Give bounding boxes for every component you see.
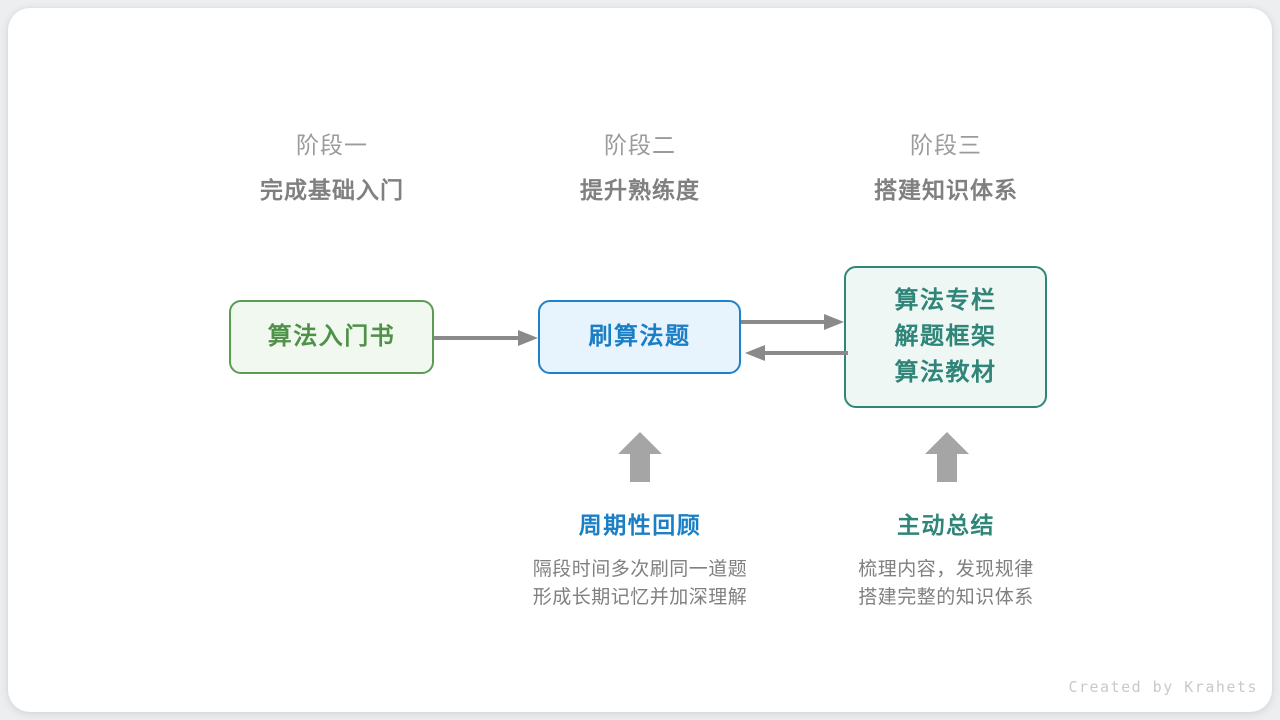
node-book-line-1: 算法入门书 [267, 323, 396, 350]
note-summary-body: 梳理内容，发现规律 搭建完整的知识体系 [796, 556, 1096, 612]
note-summary-title: 主动总结 [897, 512, 995, 538]
note-periodic-review: 周期性回顾 隔段时间多次刷同一道题 形成长期记忆并加深理解 [490, 510, 790, 612]
arrow-book-to-practice-icon [434, 330, 538, 346]
note-review-body-line-1: 隔段时间多次刷同一道题 [532, 559, 748, 580]
node-learning-resources[interactable]: 算法专栏 解题框架 算法教材 [844, 266, 1047, 408]
node-practice-line-1: 刷算法题 [588, 323, 691, 350]
arrow-practice-to-resources-icon [741, 314, 844, 330]
note-active-summary: 主动总结 梳理内容，发现规律 搭建完整的知识体系 [796, 510, 1096, 612]
node-algorithm-intro-book[interactable]: 算法入门书 [229, 300, 434, 374]
phase-header-3: 阶段三 搭建知识体系 [796, 130, 1096, 205]
phase-header-2: 阶段二 提升熟练度 [490, 130, 790, 205]
diagram-stage: 阶段一 完成基础入门 阶段二 提升熟练度 阶段三 搭建知识体系 算法入门书 刷算… [8, 8, 1272, 712]
note-summary-body-line-2: 搭建完整的知识体系 [858, 587, 1034, 608]
phase-label-2: 阶段二 [604, 132, 676, 158]
phase-header-1: 阶段一 完成基础入门 [182, 130, 482, 205]
note-review-body: 隔段时间多次刷同一道题 形成长期记忆并加深理解 [490, 556, 790, 612]
phase-label-1: 阶段一 [296, 132, 368, 158]
diagram-card: 阶段一 完成基础入门 阶段二 提升熟练度 阶段三 搭建知识体系 算法入门书 刷算… [8, 8, 1272, 712]
note-review-title: 周期性回顾 [578, 512, 702, 538]
phase-title-2: 提升熟练度 [580, 177, 700, 203]
credit-text: Created by Krahets [1068, 678, 1258, 696]
phase-title-3: 搭建知识体系 [874, 177, 1018, 203]
node-resources-line-1: 算法专栏 [894, 287, 997, 314]
phase-label-3: 阶段三 [910, 132, 982, 158]
arrow-resources-to-practice-icon [745, 345, 848, 361]
node-resources-line-2: 解题框架 [894, 323, 997, 350]
arrow-summary-up-icon [925, 432, 969, 482]
node-practice-problems[interactable]: 刷算法题 [538, 300, 741, 374]
arrow-review-up-icon [618, 432, 662, 482]
note-review-body-line-2: 形成长期记忆并加深理解 [532, 587, 748, 608]
note-summary-body-line-1: 梳理内容，发现规律 [858, 559, 1034, 580]
phase-title-1: 完成基础入门 [260, 177, 404, 203]
node-resources-line-3: 算法教材 [894, 359, 997, 386]
